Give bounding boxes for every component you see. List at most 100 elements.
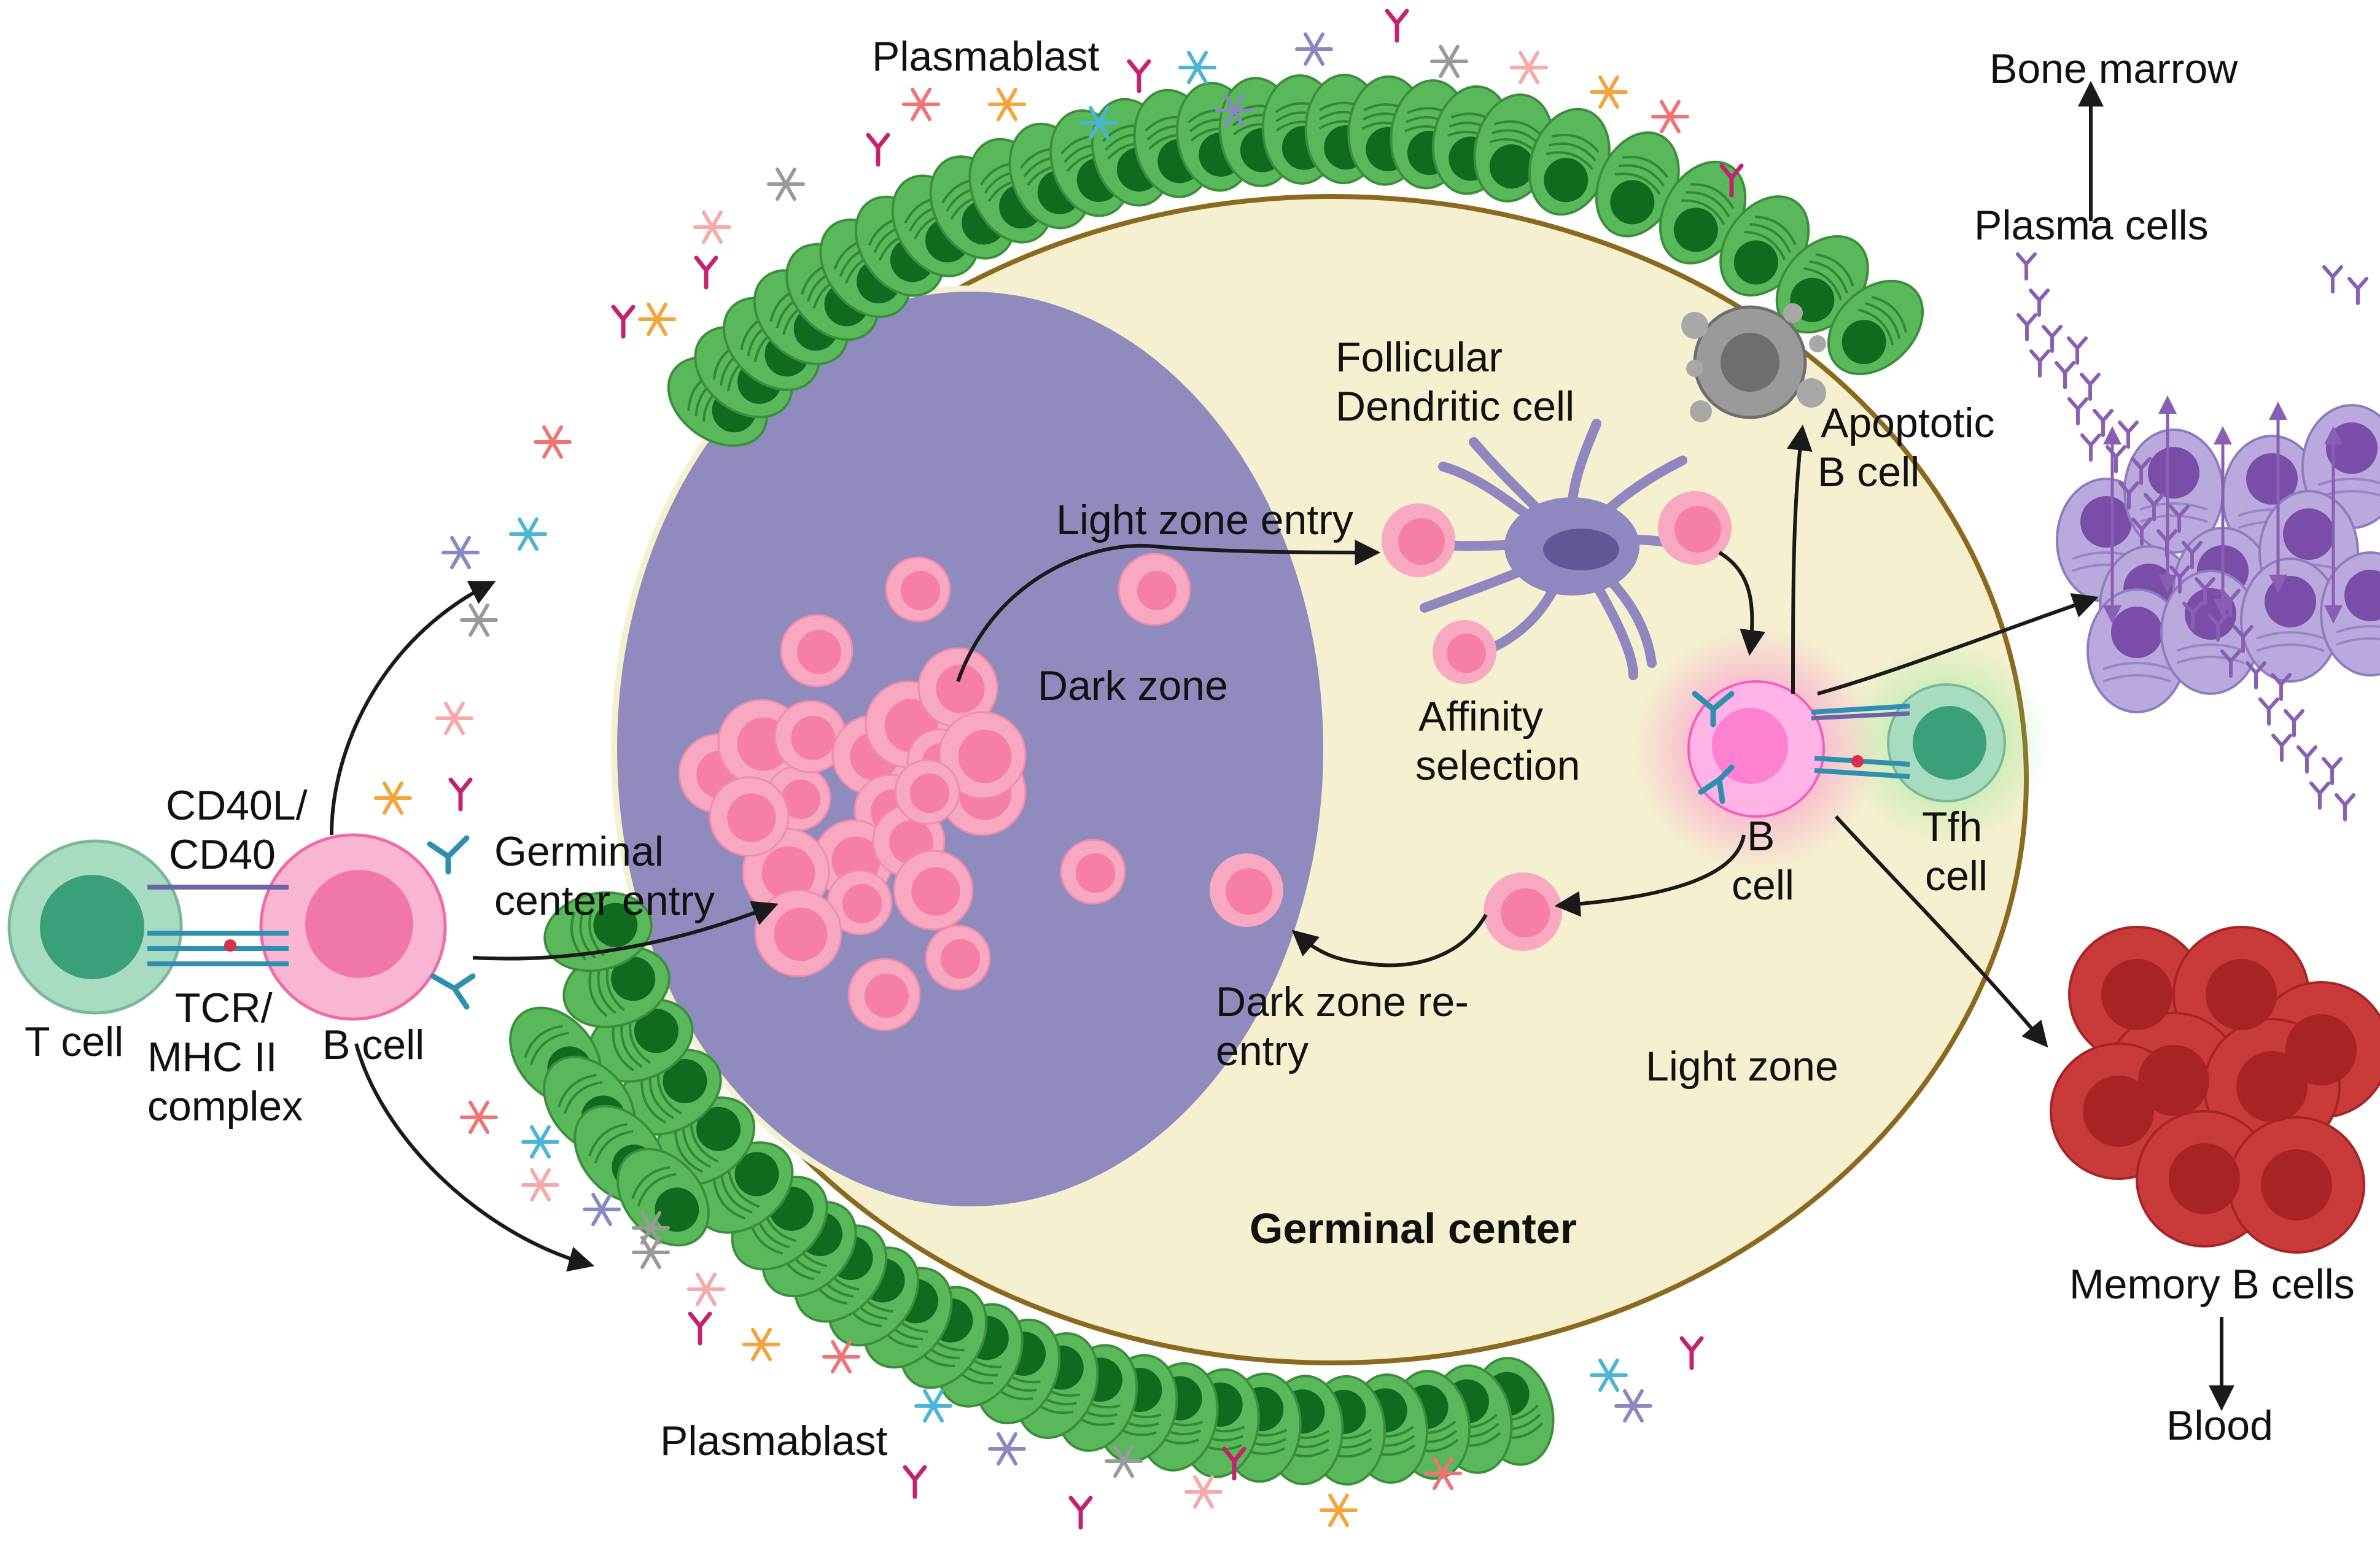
label-cd40l: CD40L/ bbox=[166, 782, 308, 829]
label-light-zone-entry: Light zone entry bbox=[1056, 497, 1353, 543]
antibody-icon bbox=[2042, 325, 2063, 353]
cytokine-icon bbox=[1510, 50, 1548, 85]
label-tfh: Tfh bbox=[1922, 804, 1982, 850]
cytokine-icon bbox=[460, 1100, 498, 1135]
antibody-icon bbox=[2182, 541, 2203, 569]
antibody-icon bbox=[2246, 661, 2266, 689]
cytokine-icon bbox=[914, 1389, 952, 1423]
plasma-antibody-spray bbox=[2016, 252, 2368, 821]
label-light-zone: Light zone bbox=[1646, 1043, 1838, 1090]
antibody-icon bbox=[2182, 602, 2203, 630]
label-tfh-cell: cell bbox=[1925, 853, 1988, 899]
label-apoptotic: Apoptotic bbox=[1821, 400, 1995, 446]
label-dark-zone: Dark zone bbox=[1038, 662, 1228, 709]
cytokine-icon bbox=[632, 1235, 670, 1270]
antibody-icon bbox=[2322, 757, 2343, 785]
label-mhc-ii: MHC II bbox=[147, 1034, 278, 1081]
cytokine-icon bbox=[1215, 93, 1253, 128]
antibody-icon bbox=[688, 1311, 712, 1346]
antibody-icon bbox=[903, 1465, 927, 1499]
cytokine-icon bbox=[988, 1432, 1026, 1466]
antibody-icon bbox=[2118, 481, 2139, 510]
antibody-icon bbox=[2131, 457, 2152, 485]
antibody-icon bbox=[2080, 373, 2101, 401]
antibody-icon bbox=[2347, 277, 2368, 305]
antibody-icon bbox=[611, 305, 636, 339]
plasmablast-cell bbox=[1595, 131, 1680, 238]
cytokine-icon bbox=[638, 302, 676, 336]
label-t-cell: T cell bbox=[25, 1019, 123, 1065]
label-plasma-cells: Plasma cells bbox=[1974, 202, 2209, 249]
antibody-icon bbox=[2335, 793, 2355, 821]
antibody-icon bbox=[2093, 409, 2114, 437]
cytokine-icon bbox=[632, 1211, 670, 1245]
plasmablast-cell bbox=[1659, 160, 1747, 265]
antibody-icon bbox=[2195, 577, 2215, 605]
cytokine-icon bbox=[742, 1327, 780, 1362]
antibody-icon bbox=[2055, 361, 2075, 389]
flow-arrows bbox=[330, 80, 2234, 1411]
antibody-icon bbox=[2106, 445, 2126, 473]
antibody-icon bbox=[448, 777, 473, 812]
label-follicular: Follicular bbox=[1336, 334, 1503, 381]
label-dark-zone-re: Dark zone re- bbox=[1216, 979, 1469, 1025]
plasmablast-cell bbox=[616, 1147, 710, 1247]
cytokine-icon bbox=[374, 781, 412, 815]
b-cell-tfh-synapse bbox=[1633, 626, 2051, 872]
antibody-icon bbox=[1222, 1446, 1246, 1481]
antibody-icon bbox=[2284, 709, 2304, 737]
plasmablast-ring bbox=[509, 74, 1924, 1486]
cytokine-icon bbox=[1430, 44, 1468, 79]
cytokine-icon bbox=[988, 87, 1026, 122]
cytokine-icon bbox=[1320, 1493, 1358, 1527]
cytokine-icon bbox=[1184, 1475, 1223, 1509]
antibody-icon bbox=[2067, 397, 2088, 425]
antibody-icon bbox=[2118, 421, 2139, 449]
cytokine-icon bbox=[767, 167, 805, 201]
antibody-icon bbox=[694, 255, 718, 290]
cytokine-icon bbox=[1590, 75, 1628, 109]
antibody-icon bbox=[2080, 433, 2101, 462]
label-b-cell-left: B cell bbox=[322, 1022, 424, 1068]
memory-b-cell-cluster bbox=[2050, 926, 2380, 1254]
antibody-icon bbox=[2029, 349, 2050, 378]
cytokine-icon bbox=[441, 535, 480, 570]
antibody-icon bbox=[2131, 518, 2152, 546]
cytokine-icon bbox=[460, 603, 498, 637]
cytokine-icon bbox=[1178, 50, 1216, 85]
diagram-labels: Plasmablast Plasmablast Bone marrow Plas… bbox=[25, 33, 2355, 1464]
antibody-icon bbox=[1068, 1496, 1093, 1530]
antibody-icon bbox=[2067, 336, 2088, 365]
plasmablast-cell bbox=[1827, 279, 1924, 376]
cytokine-icon bbox=[1651, 99, 1689, 134]
antibody-icon bbox=[2322, 265, 2343, 293]
plasma-cell-cluster bbox=[2056, 404, 2380, 713]
antibody-icon bbox=[1127, 59, 1151, 93]
label-cd40: CD40 bbox=[169, 831, 276, 878]
label-affinity: Affinity bbox=[1418, 693, 1543, 740]
cytokine-icon bbox=[435, 701, 473, 735]
antibody-icon bbox=[2220, 650, 2241, 678]
label-b-cell-center: B bbox=[1747, 813, 1775, 859]
antibody-icon bbox=[1679, 1336, 1704, 1370]
label-plasmablast-bottom: Plasmablast bbox=[660, 1418, 887, 1464]
antibody-icon bbox=[1385, 9, 1409, 43]
label-memory-b-cells: Memory B cells bbox=[2069, 1261, 2355, 1308]
antibody-scatter bbox=[448, 9, 1744, 1530]
antibody-icon bbox=[2016, 313, 2037, 341]
cytokine-icon bbox=[1590, 1358, 1628, 1392]
antibody-icon bbox=[2296, 745, 2317, 774]
antibody-icon bbox=[2016, 252, 2037, 281]
cytokine-icon bbox=[1424, 1456, 1462, 1491]
antibody-icon bbox=[2233, 625, 2254, 653]
label-germinal: Germinal bbox=[494, 828, 664, 875]
label-bone-marrow: Bone marrow bbox=[1989, 45, 2238, 92]
antibody-icon bbox=[1719, 163, 1744, 198]
cytokine-icon bbox=[822, 1340, 860, 1374]
antibody-icon bbox=[2029, 289, 2050, 317]
t-cell-b-cell-synapse bbox=[7, 833, 476, 1021]
cytokine-icon bbox=[583, 1192, 621, 1227]
light-zone-b-cells bbox=[1122, 491, 1732, 951]
antibody-icon bbox=[2271, 673, 2292, 701]
